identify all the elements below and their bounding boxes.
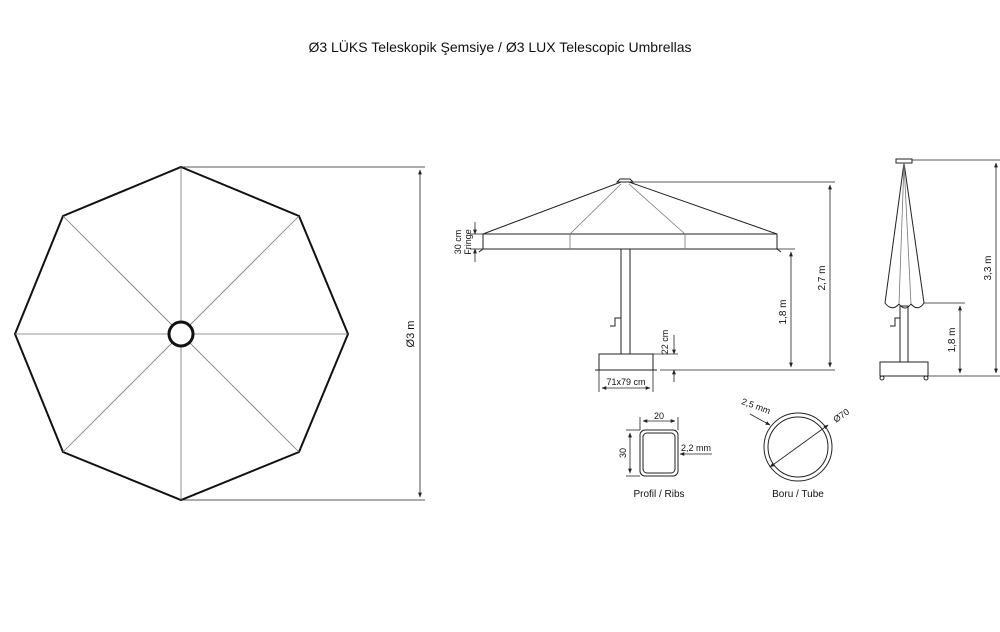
total-height-label: 2,7 m (817, 265, 828, 290)
pole-height-dimension (660, 248, 835, 371)
center-hub (167, 320, 195, 348)
crank-handle (610, 317, 621, 327)
base (598, 353, 654, 371)
closed-pole-height-dimension (924, 302, 1000, 377)
side-view-closed: 1,8 m 3,3 m (879, 158, 1000, 381)
profile-wall-label: 2,2 mm (681, 443, 711, 453)
diameter-label: Ø3 m (405, 321, 417, 348)
closed-total-height-dimension (912, 159, 1000, 374)
diameter-dimension (181, 166, 425, 501)
base-height-dimension (653, 335, 678, 382)
fringe-dimension (470, 222, 483, 262)
drawing-title: Ø3 LÜKS Teleskopik Şemsiye / Ø3 LUX Tele… (308, 38, 691, 55)
closed-pole-height-label: 1,8 m (947, 327, 958, 352)
pole (620, 248, 631, 355)
profile-caption: Profil / Ribs (633, 489, 684, 500)
top-view: Ø3 m (13, 165, 425, 502)
profile-outer (639, 429, 679, 477)
side-view-open: 30 cm Fringe 1,8 m 2,7 m 22 cm 71x79 cm (453, 178, 835, 392)
open-canopy (478, 178, 782, 253)
tube-diameter-label: Ø70 (831, 407, 851, 425)
tube-wall-label: 2,5 mm (740, 396, 772, 416)
tube-outer (763, 412, 833, 482)
profile-inner (642, 432, 676, 474)
fringe-height-label: 30 cm (453, 230, 463, 255)
closed-pole (899, 305, 909, 363)
profile-width-label: 20 (654, 411, 664, 421)
closed-base (879, 361, 929, 377)
profile-detail: 20 30 2,2 mm Profil / Ribs (618, 411, 712, 500)
tube-caption: Boru / Tube (772, 489, 824, 500)
base-height-label: 22 cm (660, 330, 670, 355)
base-size-dimension (598, 370, 654, 392)
pole-height-label: 1,8 m (778, 299, 789, 324)
fringe-label: Fringe (463, 229, 473, 255)
closed-canopy (884, 162, 925, 309)
closed-total-height-label: 3,3 m (983, 255, 994, 280)
total-height-dimension (633, 181, 835, 368)
tube-detail: 2,5 mm Ø70 Boru / Tube (740, 396, 851, 500)
closed-crank (890, 317, 900, 327)
base-size-label: 71x79 cm (606, 377, 645, 387)
profile-height-label: 30 (618, 448, 628, 458)
